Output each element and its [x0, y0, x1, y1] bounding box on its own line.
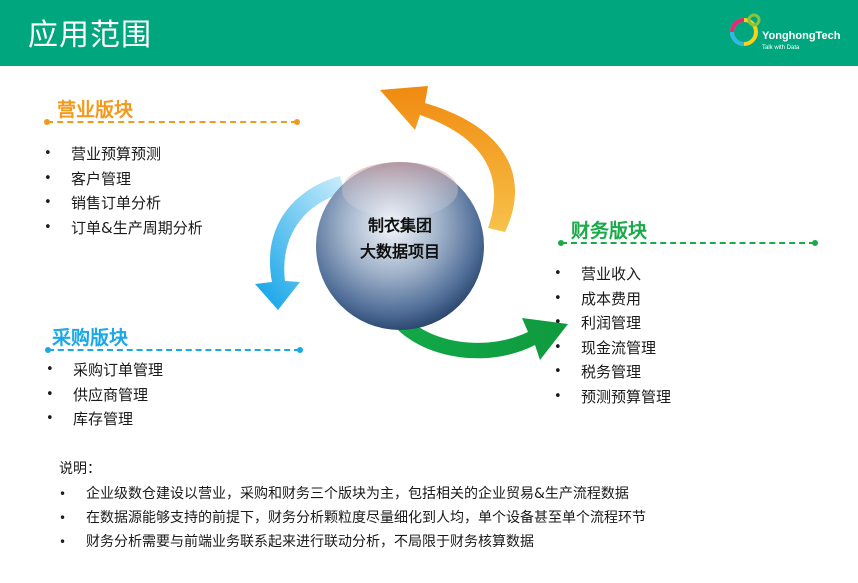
list-item: 营业收入 — [554, 262, 671, 287]
logo-name: YonghongTech — [762, 30, 841, 42]
note-item: 财务分析需要与前端业务联系起来进行联动分析，不局限于财务核算数据 — [59, 530, 646, 554]
sales-rule — [47, 121, 297, 123]
sphere-highlight — [342, 162, 458, 218]
notes-list: 企业级数仓建设以营业，采购和财务三个版块为主，包括相关的企业贸易&生产流程数据 … — [59, 482, 646, 554]
purchase-list: 采购订单管理 供应商管理 库存管理 — [46, 358, 163, 432]
center-line-1: 制衣集团 — [367, 216, 432, 235]
list-item: 利润管理 — [554, 311, 671, 336]
sales-arrow — [380, 86, 516, 232]
list-item: 成本费用 — [554, 287, 671, 312]
list-item: 税务管理 — [554, 360, 671, 385]
list-item: 销售订单分析 — [44, 191, 203, 216]
finance-rule-end-dot — [812, 240, 818, 246]
purchase-rule-end-dot — [297, 347, 303, 353]
list-item: 库存管理 — [46, 407, 163, 432]
finance-arrow — [398, 318, 568, 360]
page-title: 应用范围 — [28, 18, 152, 53]
list-item: 订单&生产周期分析 — [44, 216, 203, 241]
purchase-title: 采购版块 — [52, 327, 129, 349]
purchase-arrow — [255, 176, 345, 310]
finance-list: 营业收入 成本费用 利润管理 现金流管理 税务管理 预测预算管理 — [554, 262, 671, 409]
list-item: 预测预算管理 — [554, 385, 671, 410]
list-item: 客户管理 — [44, 167, 203, 192]
note-item: 在数据源能够支持的前提下，财务分析颗粒度尽量细化到人均，单个设备甚至单个流程环节 — [59, 506, 646, 530]
finance-title: 财务版块 — [571, 220, 648, 242]
sales-rule-end-dot — [294, 119, 300, 125]
list-item: 现金流管理 — [554, 336, 671, 361]
note-item: 企业级数仓建设以营业，采购和财务三个版块为主，包括相关的企业贸易&生产流程数据 — [59, 482, 646, 506]
header-bar: 应用范围 YonghongTech Talk with Data — [0, 0, 858, 66]
center-line-2: 大数据项目 — [359, 242, 440, 261]
notes-label: 说明： — [59, 461, 101, 477]
list-item: 采购订单管理 — [46, 358, 163, 383]
finance-rule — [561, 242, 815, 244]
logo-icon — [730, 13, 761, 46]
purchase-rule — [48, 349, 300, 351]
logo-tagline: Talk with Data — [762, 45, 800, 51]
sales-title: 营业版块 — [57, 99, 134, 121]
yonghong-logo: YonghongTech Talk with Data — [724, 8, 842, 60]
sales-list: 营业预算预测 客户管理 销售订单分析 订单&生产周期分析 — [44, 142, 203, 240]
list-item: 供应商管理 — [46, 383, 163, 408]
list-item: 营业预算预测 — [44, 142, 203, 167]
center-label: 制衣集团 大数据项目 — [340, 213, 460, 265]
